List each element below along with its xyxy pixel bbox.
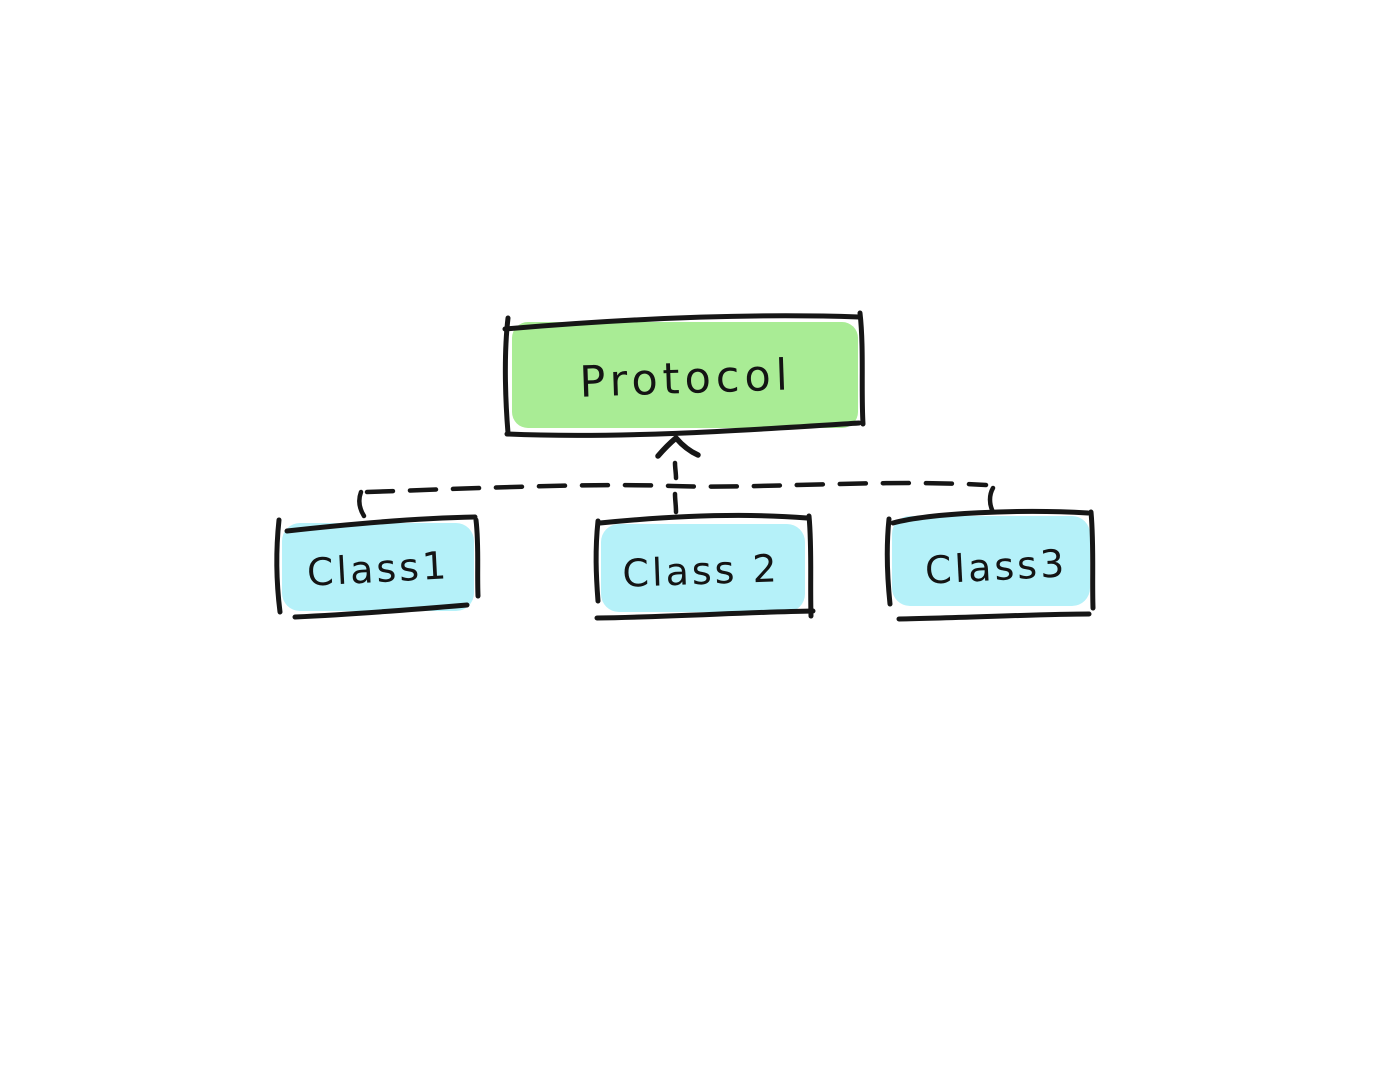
class3-border-right bbox=[1088, 509, 1096, 611]
class2-border-right bbox=[806, 513, 814, 619]
node-class3: Class3 bbox=[884, 508, 1096, 622]
class2-border-top bbox=[597, 513, 810, 526]
edge-vertical-dash-lower bbox=[672, 491, 679, 515]
edge-vertical-dash-upper bbox=[672, 460, 679, 481]
class3-border-left bbox=[884, 516, 893, 607]
node-protocol: Protocol bbox=[502, 310, 866, 438]
edge-dashed-spine bbox=[364, 480, 989, 495]
class2-box-fill bbox=[601, 524, 805, 612]
edge-left-tick bbox=[357, 489, 367, 519]
class3-label: Class3 bbox=[924, 541, 1068, 592]
arrowhead-open-up-icon bbox=[655, 435, 701, 459]
class1-border-right bbox=[473, 517, 481, 599]
class3-border-bottom bbox=[896, 611, 1092, 622]
edge-right-tick bbox=[987, 485, 996, 515]
class1-box-fill bbox=[282, 523, 474, 611]
protocol-border-bottom bbox=[504, 420, 862, 438]
class2-border-left bbox=[593, 518, 601, 604]
class1-border-bottom bbox=[292, 602, 470, 620]
protocol-label: Protocol bbox=[579, 350, 794, 407]
protocol-border-left bbox=[502, 315, 511, 436]
class1-border-left bbox=[274, 517, 283, 615]
class3-border-top bbox=[890, 508, 1091, 526]
node-class2: Class 2 bbox=[593, 513, 816, 621]
class2-border-bottom bbox=[594, 608, 816, 621]
class1-border-top bbox=[284, 514, 478, 534]
protocol-border-right bbox=[857, 310, 866, 427]
edge-group-conformance bbox=[357, 435, 996, 519]
class1-label: Class1 bbox=[306, 543, 450, 594]
protocol-border-top bbox=[502, 313, 862, 332]
class2-label: Class 2 bbox=[622, 546, 781, 595]
node-class1: Class1 bbox=[274, 514, 481, 620]
class3-box-fill bbox=[892, 516, 1090, 606]
protocol-box-fill bbox=[512, 322, 858, 428]
